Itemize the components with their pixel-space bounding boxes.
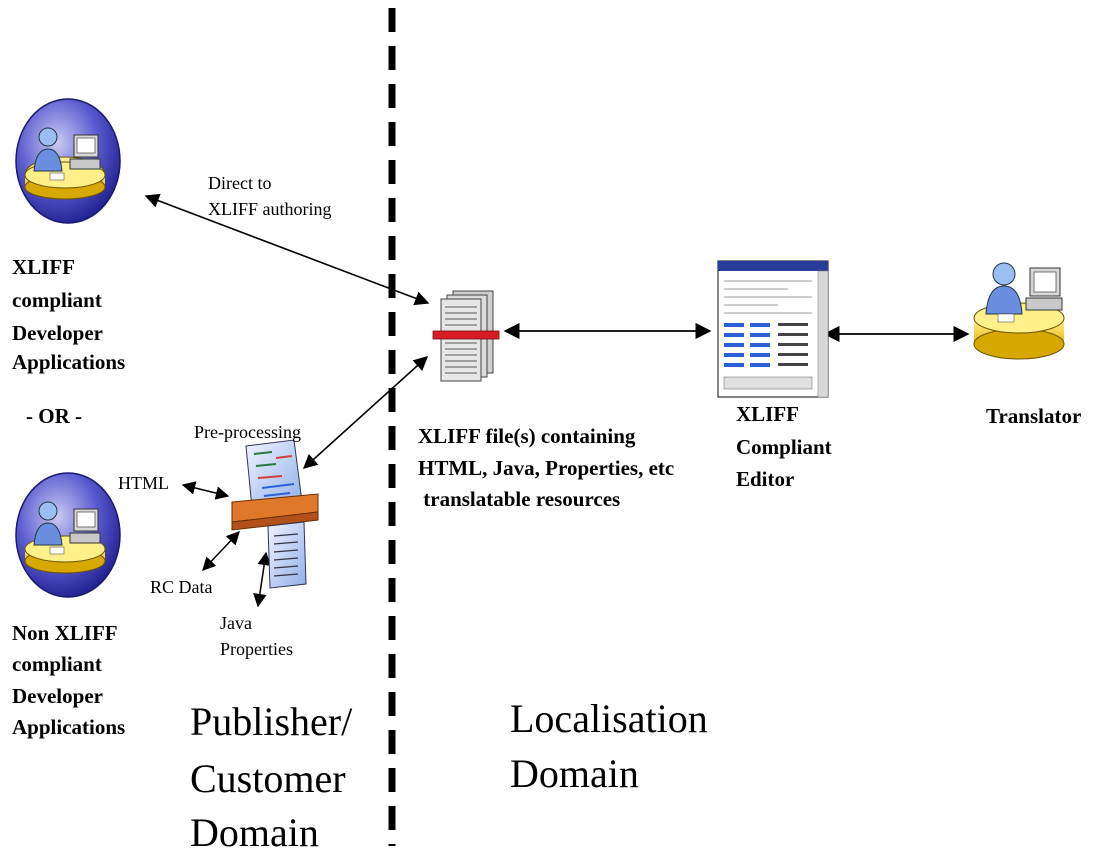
xliff-files-label-line3: translatable resources: [418, 487, 621, 511]
preprocessing-printer-icon: [231, 439, 319, 589]
or-separator: - OR -: [26, 404, 82, 428]
developer-workstation-icon: [15, 98, 121, 224]
xliff-compliant-dev-label-line3: Developer: [12, 321, 103, 345]
arrow-direct-authoring: [144, 193, 430, 306]
preprocessing-label: Pre-processing: [194, 422, 301, 442]
editor-window-icon: [717, 260, 829, 398]
translator-workstation-icon: [973, 262, 1065, 360]
non-xliff-dev-label-line1: Non XLIFF: [12, 621, 118, 645]
html-label: HTML: [118, 473, 169, 493]
translator-label: Translator: [986, 404, 1082, 428]
publisher-domain-label-line2: Customer: [190, 756, 346, 801]
rc-data-label: RC Data: [150, 577, 213, 597]
xliff-compliant-dev-label-line2: compliant: [12, 288, 102, 312]
editor-label-line3: Editor: [736, 467, 795, 491]
java-label-line1: Java: [220, 613, 252, 633]
xliff-compliant-dev-label-line1: XLIFF: [12, 255, 75, 279]
direct-authoring-label-line1: Direct to: [208, 173, 272, 193]
non-xliff-dev-label-line2: compliant: [12, 652, 102, 676]
xliff-files-label-line1: XLIFF file(s) containing: [418, 424, 636, 448]
editor-label-line1: XLIFF: [736, 402, 799, 426]
publisher-domain-label-line3: Domain: [190, 810, 319, 855]
localisation-domain-label-line1: Localisation: [510, 696, 708, 741]
java-label-line2: Properties: [220, 639, 293, 659]
document-stack-icon: [432, 290, 500, 382]
publisher-domain-label-line1: Publisher/: [190, 699, 353, 744]
arrow-java-properties: [253, 551, 271, 608]
editor-label-line2: Compliant: [736, 435, 832, 459]
xliff-compliant-dev-label-line4: Applications: [12, 350, 126, 374]
localisation-domain-label-line2: Domain: [510, 751, 639, 796]
direct-authoring-label-line2: XLIFF authoring: [208, 199, 332, 219]
arrow-html: [181, 481, 230, 500]
developer-workstation-icon: [15, 472, 121, 598]
arrow-preprocessing-to-xliff: [302, 356, 429, 469]
arrow-rc-data: [202, 531, 240, 571]
xliff-files-label-line2: HTML, Java, Properties, etc: [418, 456, 675, 480]
non-xliff-dev-label-line3: Developer: [12, 684, 103, 708]
non-xliff-dev-label-line4: Applications: [12, 715, 126, 739]
